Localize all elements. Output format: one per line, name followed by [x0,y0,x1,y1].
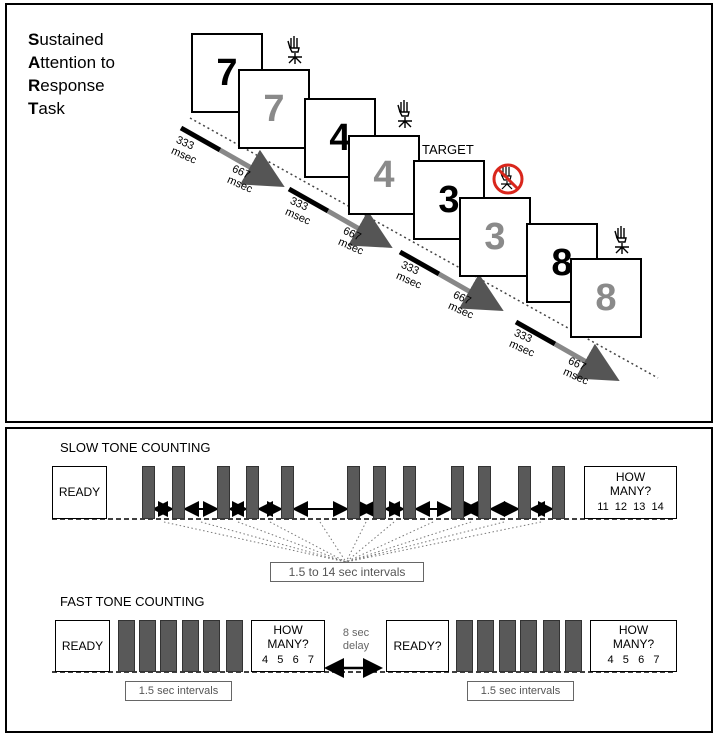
tone-bar [142,466,155,519]
fast-interval-label-left: 1.5 sec intervals [125,681,232,701]
hand-press-icon [397,100,412,128]
hand-press-icon [287,36,302,64]
fast-tone-title: FAST TONE COUNTING [60,594,205,609]
tone-bar [373,466,386,519]
tone-bar [520,620,537,672]
fast-interval-label-right: 1.5 sec intervals [467,681,574,701]
fast-ready-box: READY [55,620,110,672]
hand-press-icon [614,226,629,254]
tone-bar [347,466,360,519]
tone-bar [139,620,156,672]
answer-options: 11 12 13 14 [597,500,664,513]
title-line-4: Task [28,99,65,118]
answer-options: 4 5 6 7 [262,653,314,666]
tone-bar [552,466,565,519]
answer-options: 4 5 6 7 [607,653,660,666]
how-many-line2: MANY? [609,483,652,498]
how-many-line2: MANY? [612,636,655,651]
slow-interval-label: 1.5 to 14 sec intervals [270,562,424,582]
tone-bar [451,466,464,519]
mask-card: 8 [570,258,642,338]
tone-bar [281,466,294,519]
tone-bar [477,620,494,672]
tone-bar [478,466,491,519]
title-line-2: Attention to [28,53,115,72]
tone-bar [226,620,243,672]
tone-bar [118,620,135,672]
fast-ready-question-box: READY? [386,620,449,672]
tone-bar [543,620,560,672]
title-line-1: Sustained [28,30,104,49]
tone-bar [182,620,199,672]
gray-interval-arrow [437,271,504,311]
how-many-line2: MANY? [267,636,309,651]
how-many-line1: HOW [273,623,303,637]
tone-bar [456,620,473,672]
fast-how-many-box-1: HOW MANY? 4 5 6 7 [251,620,325,672]
slow-tone-title: SLOW TONE COUNTING [60,440,211,455]
slow-ready-box: READY [52,466,107,519]
tone-bar [499,620,516,672]
tone-bar [160,620,177,672]
mask-card: 7 [238,69,310,149]
how-many-line1: HOW [618,623,649,637]
dark-interval-bar [179,125,222,153]
title-line-3: Response [28,76,105,95]
no-response-icon [492,163,524,195]
fast-how-many-box-2: HOW MANY? 4 5 6 7 [590,620,677,672]
tone-bar [565,620,582,672]
tone-bar [403,466,416,519]
dark-interval-bar [514,319,557,347]
tone-bar [246,466,259,519]
how-many-line1: HOW [615,470,646,484]
target-label: TARGET [422,142,474,157]
tone-bar [203,620,220,672]
gray-interval-arrow [326,208,393,248]
tone-bar [217,466,230,519]
dark-interval-bar [398,249,441,277]
dark-interval-bar [287,186,330,214]
gray-interval-arrow [553,341,620,381]
tone-bar [172,466,185,519]
mask-card: 3 [459,197,531,277]
slow-how-many-box: HOW MANY? 11 12 13 14 [584,466,677,519]
delay-label: 8 sec delay [342,627,370,652]
tone-bar [518,466,531,519]
gray-interval-arrow [218,147,285,187]
